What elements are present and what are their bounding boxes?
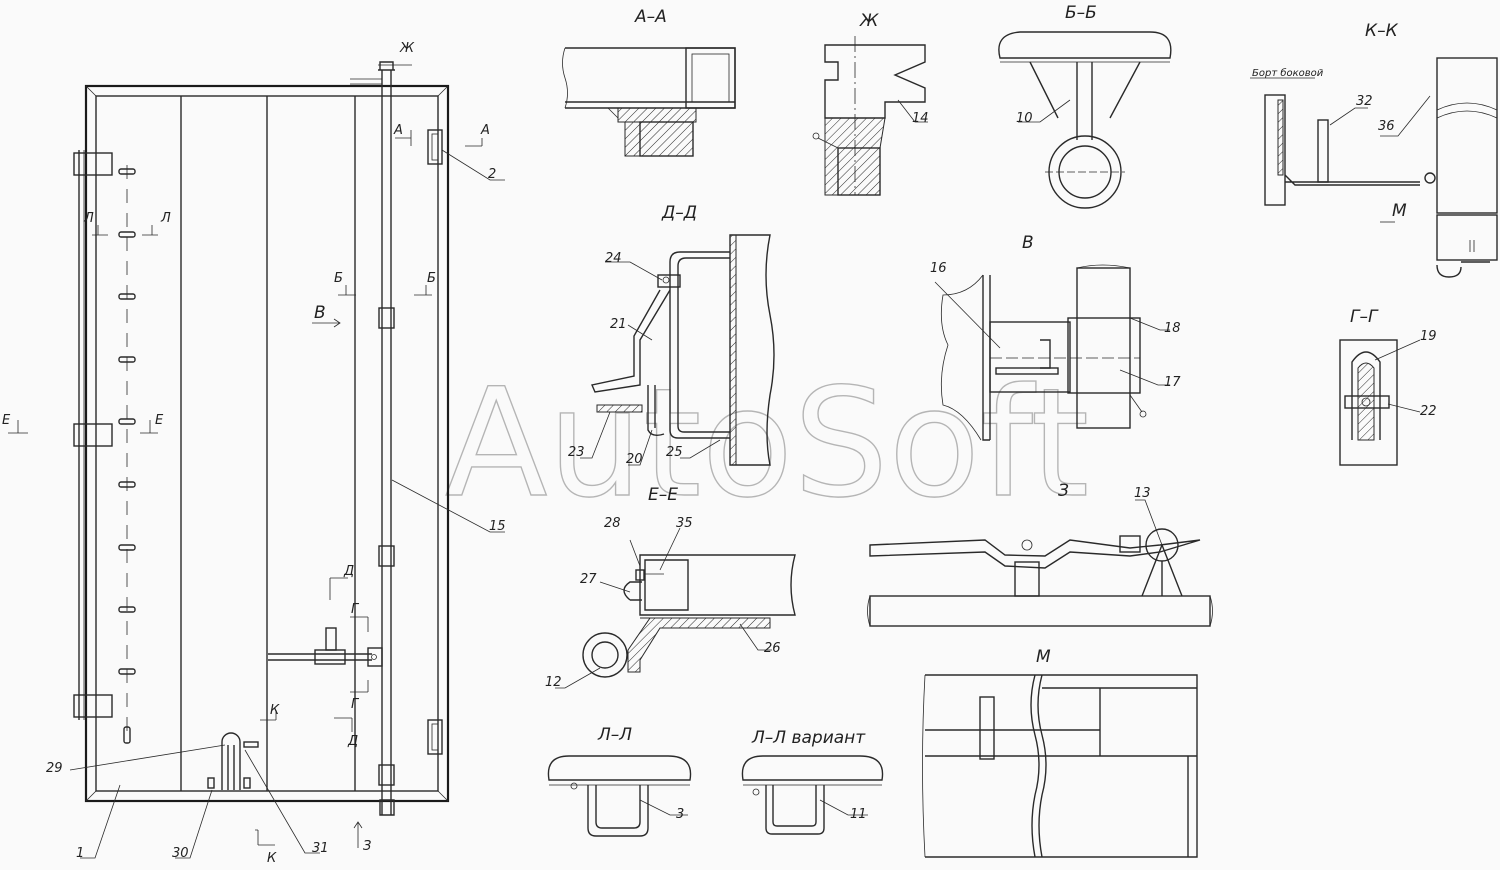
callout-25: 25: [666, 445, 683, 460]
section-bb: Б–Б 10: [998, 3, 1172, 209]
callout-1: 1: [76, 846, 84, 861]
cut-b-label-left: Б: [334, 271, 343, 286]
section-v: В 16 18 17: [930, 233, 1181, 441]
main-door-view: [73, 61, 450, 816]
section-kk-title: К–К: [1365, 21, 1399, 41]
section-gg: Г–Г 19 22: [1339, 307, 1437, 466]
section-dd: Д–Д 24 21 23 20 25: [568, 203, 775, 467]
cut-l-label-right: Л: [160, 211, 171, 226]
main-leaders: [69, 149, 505, 859]
section-kk: К–К Борт боковой 32 36 М: [1250, 21, 1498, 278]
section-ll: Л–Л 3: [547, 725, 692, 837]
cut-a-label-left: А: [393, 123, 403, 138]
cut-k-label-top: К: [270, 703, 280, 718]
cut-g-label-top: Г: [351, 602, 360, 617]
callout-12: 12: [545, 675, 562, 690]
cut-letters-main: Ж А А Л Л Б Б В Е Е Д Г Г Д К К З: [2, 41, 490, 866]
cut-a-label-right: А: [480, 123, 490, 138]
section-z-title: З: [1058, 481, 1069, 501]
section-ee: Е–Е 28 35 27 26 12: [545, 485, 796, 690]
cut-d-label-top: Д: [343, 564, 354, 579]
callout-27: 27: [580, 572, 597, 587]
callout-22: 22: [1420, 404, 1437, 419]
callout-30: 30: [172, 846, 189, 861]
callout-23: 23: [568, 445, 585, 460]
callout-19: 19: [1420, 329, 1437, 344]
section-gg-title: Г–Г: [1350, 307, 1379, 327]
callout-35: 35: [676, 516, 693, 531]
callout-26: 26: [764, 641, 781, 656]
callout-15: 15: [489, 519, 506, 534]
cut-g-label-bottom: Г: [351, 697, 360, 712]
callout-28: 28: [604, 516, 621, 531]
section-z: З 13: [867, 481, 1213, 627]
section-aa: А–А: [562, 7, 736, 157]
callout-29: 29: [46, 761, 63, 776]
callout-32: 32: [1356, 94, 1373, 109]
section-zh: Ж 14: [812, 11, 929, 196]
callout-13: 13: [1134, 486, 1151, 501]
cut-k-label-bottom: К: [267, 851, 277, 866]
section-dd-title: Д–Д: [661, 203, 697, 223]
section-ll-variant: Л–Л вариант 11: [741, 728, 884, 835]
cut-l-label-left: Л: [83, 211, 94, 226]
callout-3: 3: [676, 807, 684, 822]
cut-e-label-left: Е: [2, 413, 11, 428]
cut-d-label-bottom: Д: [347, 734, 358, 749]
callout-21: 21: [610, 317, 627, 332]
callout-14: 14: [912, 111, 929, 126]
section-ll-title: Л–Л: [597, 725, 632, 745]
callout-17: 17: [1164, 375, 1181, 390]
callout-11: 11: [850, 807, 867, 822]
callout-36: 36: [1378, 119, 1395, 134]
section-v-title: В: [1022, 233, 1034, 253]
callout-16: 16: [930, 261, 947, 276]
section-zh-title: Ж: [859, 11, 879, 31]
cut-v-label: В: [314, 303, 326, 323]
section-ll-variant-title: Л–Л вариант: [751, 728, 866, 748]
note-bort-bokovoy: Борт боковой: [1252, 67, 1324, 79]
kk-m-label: М: [1392, 201, 1407, 221]
cut-z-label: З: [363, 839, 371, 854]
callout-10: 10: [1016, 111, 1033, 126]
section-bb-title: Б–Б: [1065, 3, 1097, 23]
cut-b-label-right: Б: [427, 271, 436, 286]
cut-marks-main: [8, 64, 483, 848]
callout-31: 31: [312, 841, 329, 856]
callout-24: 24: [605, 251, 622, 266]
section-aa-title: А–А: [634, 7, 667, 27]
callout-18: 18: [1164, 321, 1181, 336]
cut-zh-label: Ж: [399, 41, 415, 56]
callout-20: 20: [626, 452, 643, 467]
section-ee-title: Е–Е: [648, 485, 678, 505]
callout-2: 2: [488, 167, 496, 182]
section-m-title: М: [1036, 647, 1051, 667]
cut-e-label-right: Е: [155, 413, 164, 428]
section-m: М: [922, 647, 1198, 858]
